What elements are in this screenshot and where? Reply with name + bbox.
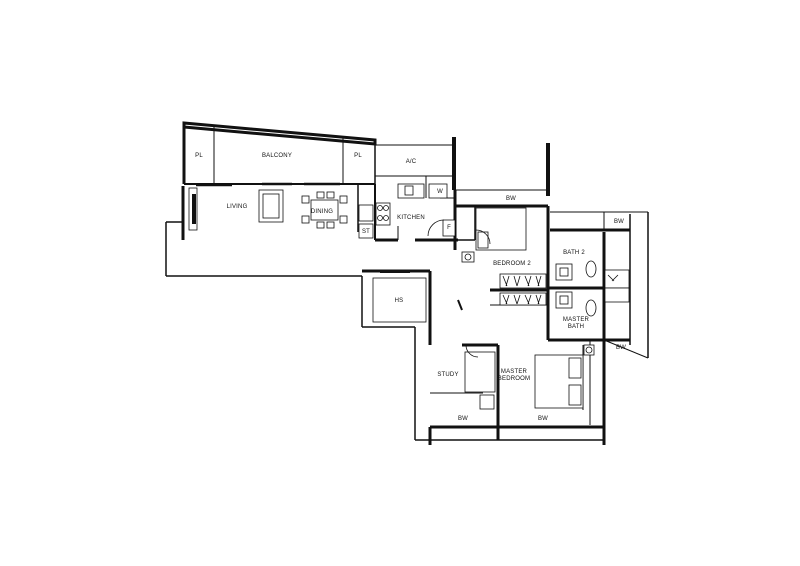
label-balcony: BALCONY — [262, 153, 292, 159]
label-bw-right-bottom: BW — [616, 345, 626, 351]
label-ac: A/C — [406, 159, 417, 165]
label-bedroom2: BEDROOM 2 — [493, 261, 531, 267]
label-pl-right: PL — [354, 153, 362, 159]
label-master-bath-2: BATH — [568, 324, 584, 330]
label-master-bedroom-1: MASTER — [501, 369, 528, 375]
label-pl-left: PL — [195, 153, 203, 159]
label-bw-study: BW — [458, 416, 468, 422]
label-w: W — [437, 189, 443, 195]
label-bw-right-top: BW — [614, 219, 624, 225]
label-kitchen: KITCHEN — [397, 215, 425, 221]
label-hs: HS — [395, 298, 404, 304]
label-master-bedroom-2: BEDROOM — [498, 376, 530, 382]
label-bw-kitchen: BW — [506, 196, 516, 202]
windows — [196, 182, 410, 273]
label-dining: DINING — [311, 209, 333, 215]
furniture — [188, 183, 630, 410]
label-living: LIVING — [227, 204, 248, 210]
label-f: F — [447, 225, 451, 231]
label-master-bath-1: MASTER — [563, 317, 590, 323]
label-st: ST — [362, 229, 370, 235]
label-bath2: BATH 2 — [563, 250, 585, 256]
label-bw-master: BW — [538, 416, 548, 422]
label-study: STUDY — [437, 372, 458, 378]
room-labels: PL BALCONY PL A/C W LIVING DINING KITCHE… — [195, 153, 626, 422]
